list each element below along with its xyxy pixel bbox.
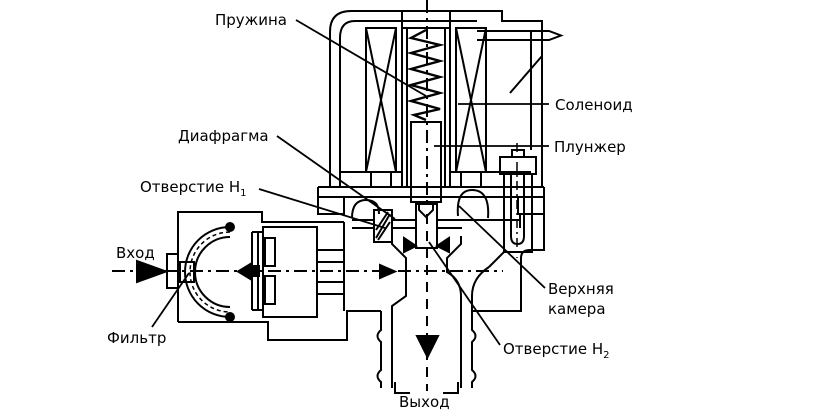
plunger-tube	[401, 11, 451, 187]
valve-seat	[391, 236, 462, 388]
orifice-h1-port	[373, 209, 393, 243]
coil-left	[365, 27, 397, 187]
inner-flow-arrow-icon	[379, 263, 398, 280]
label-diaphragm: Диафрагма	[178, 127, 269, 145]
label-filter: Фильтр	[107, 329, 167, 347]
spring-coil	[406, 28, 445, 122]
label-hole-h1: Отверстие H1	[140, 178, 247, 199]
outlet-flow-arrow-icon	[415, 335, 440, 360]
inlet-body-port	[316, 249, 345, 295]
inlet-flow-arrow-icon	[136, 259, 169, 284]
terminal-pin	[477, 30, 564, 41]
leader-lines	[151, 19, 549, 346]
leader-spring	[295, 19, 427, 97]
pilot-valve-orifice-h2	[403, 203, 450, 254]
inlet-cartridge	[236, 226, 318, 318]
solenoid-housing	[329, 10, 543, 187]
inlet-filter	[179, 222, 235, 322]
leader-hole-h2	[428, 241, 501, 346]
label-outlet: Выход	[399, 393, 450, 411]
coil-right	[455, 27, 487, 187]
adjustment-screw	[488, 143, 537, 268]
outlet-pipe	[376, 296, 477, 394]
label-hole-h2: Отверстие H2	[503, 340, 610, 361]
leader-hole-h1	[258, 188, 386, 229]
plunger-rod	[410, 121, 442, 219]
label-spring: Пружина	[215, 11, 287, 29]
body-base	[178, 214, 545, 341]
body-flange	[317, 186, 545, 215]
label-plunger: Плунжер	[554, 138, 626, 156]
inlet-block	[166, 211, 345, 322]
leader-filter	[151, 272, 190, 328]
label-solenoid: Соленоид	[555, 96, 633, 114]
leader-upper-chamber	[458, 205, 546, 289]
leader-diaphragm	[276, 135, 396, 220]
label-upper-chamber: Верхняя камера	[548, 280, 614, 318]
label-inlet: Вход	[116, 244, 155, 262]
